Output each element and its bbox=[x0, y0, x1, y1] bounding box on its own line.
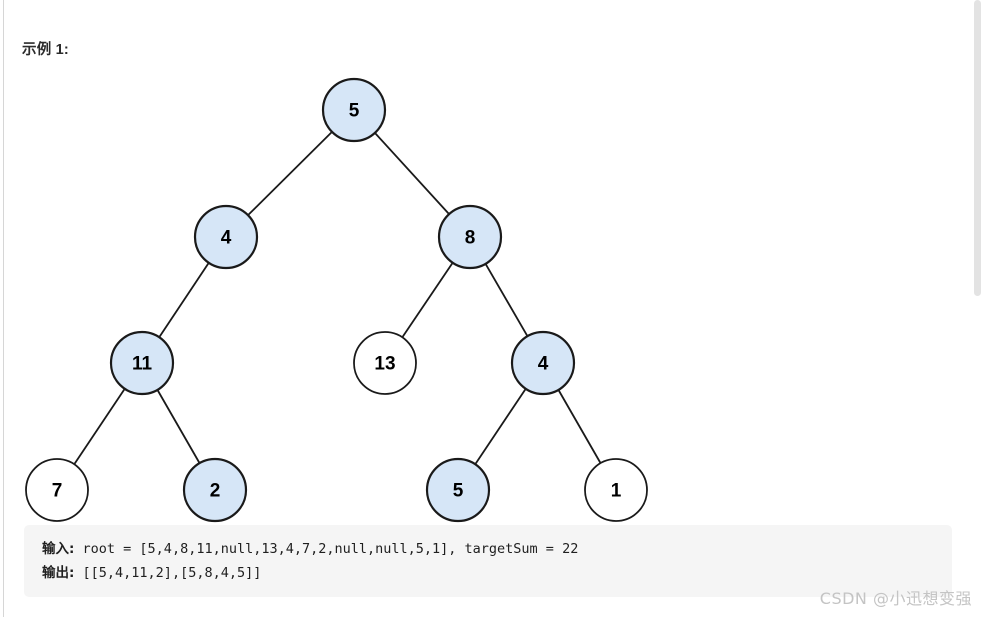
tree-node-label: 11 bbox=[132, 354, 153, 375]
output-label: 输出: bbox=[42, 565, 75, 581]
tree-edge bbox=[156, 389, 201, 464]
tree-node-label: 8 bbox=[465, 228, 476, 249]
tree-edge-layer bbox=[73, 131, 602, 465]
tree-node-circle bbox=[584, 458, 648, 522]
tree-node-circle bbox=[182, 457, 248, 523]
tree-edge bbox=[474, 388, 527, 465]
tree-node: 13 bbox=[353, 331, 417, 395]
tree-node-circle bbox=[25, 458, 89, 522]
tree-node: 1 bbox=[584, 458, 648, 522]
tree-edge bbox=[158, 262, 210, 338]
tree-edge bbox=[484, 263, 529, 337]
code-line-output: 输出: [[5,4,11,2],[5,8,4,5]] bbox=[42, 561, 952, 585]
tree-node: 11 bbox=[109, 330, 175, 396]
tree-node-label: 4 bbox=[538, 354, 549, 375]
page-left-rule bbox=[3, 0, 4, 617]
tree-node-label: 5 bbox=[453, 481, 464, 502]
scrollbar-thumb[interactable] bbox=[974, 0, 981, 296]
input-label: 输入: bbox=[42, 541, 75, 557]
tree-edge bbox=[557, 389, 602, 464]
tree-node-label: 7 bbox=[52, 481, 63, 502]
tree-edge bbox=[401, 262, 454, 338]
tree-node-circle bbox=[193, 204, 259, 270]
tree-node-label: 13 bbox=[374, 354, 395, 375]
tree-node-circle bbox=[437, 204, 503, 270]
vertical-scrollbar[interactable] bbox=[974, 0, 982, 617]
tree-node: 5 bbox=[321, 77, 387, 143]
example-code-block: 输入: root = [5,4,8,11,null,13,4,7,2,null,… bbox=[24, 525, 952, 597]
tree-node: 7 bbox=[25, 458, 89, 522]
binary-tree-diagram: 5 4 8 11 13 4 7 2 5 1 bbox=[25, 77, 648, 523]
tree-node: 4 bbox=[193, 204, 259, 270]
tree-node-layer: 5 4 8 11 13 4 7 2 5 1 bbox=[25, 77, 648, 523]
tree-node-circle bbox=[109, 330, 175, 396]
tree-node-circle bbox=[425, 457, 491, 523]
tree-edge bbox=[374, 132, 450, 215]
tree-node: 5 bbox=[425, 457, 491, 523]
tree-node-circle bbox=[510, 330, 576, 396]
page-title: 示例 1: bbox=[22, 42, 69, 58]
tree-node-label: 1 bbox=[611, 481, 622, 502]
tree-node-circle bbox=[353, 331, 417, 395]
tree-node-circle bbox=[321, 77, 387, 143]
tree-node-label: 4 bbox=[221, 228, 232, 249]
tree-node: 2 bbox=[182, 457, 248, 523]
tree-node: 8 bbox=[437, 204, 503, 270]
tree-node: 4 bbox=[510, 330, 576, 396]
tree-edge bbox=[73, 388, 126, 465]
tree-edge bbox=[247, 131, 333, 216]
tree-node-label: 5 bbox=[349, 101, 360, 122]
code-line-input: 输入: root = [5,4,8,11,null,13,4,7,2,null,… bbox=[42, 537, 952, 561]
tree-node-label: 2 bbox=[210, 481, 221, 502]
output-value: [[5,4,11,2],[5,8,4,5]] bbox=[74, 565, 262, 581]
csdn-watermark: CSDN @小迅想变强 bbox=[819, 589, 972, 608]
input-value: root = [5,4,8,11,null,13,4,7,2,null,null… bbox=[74, 541, 579, 557]
